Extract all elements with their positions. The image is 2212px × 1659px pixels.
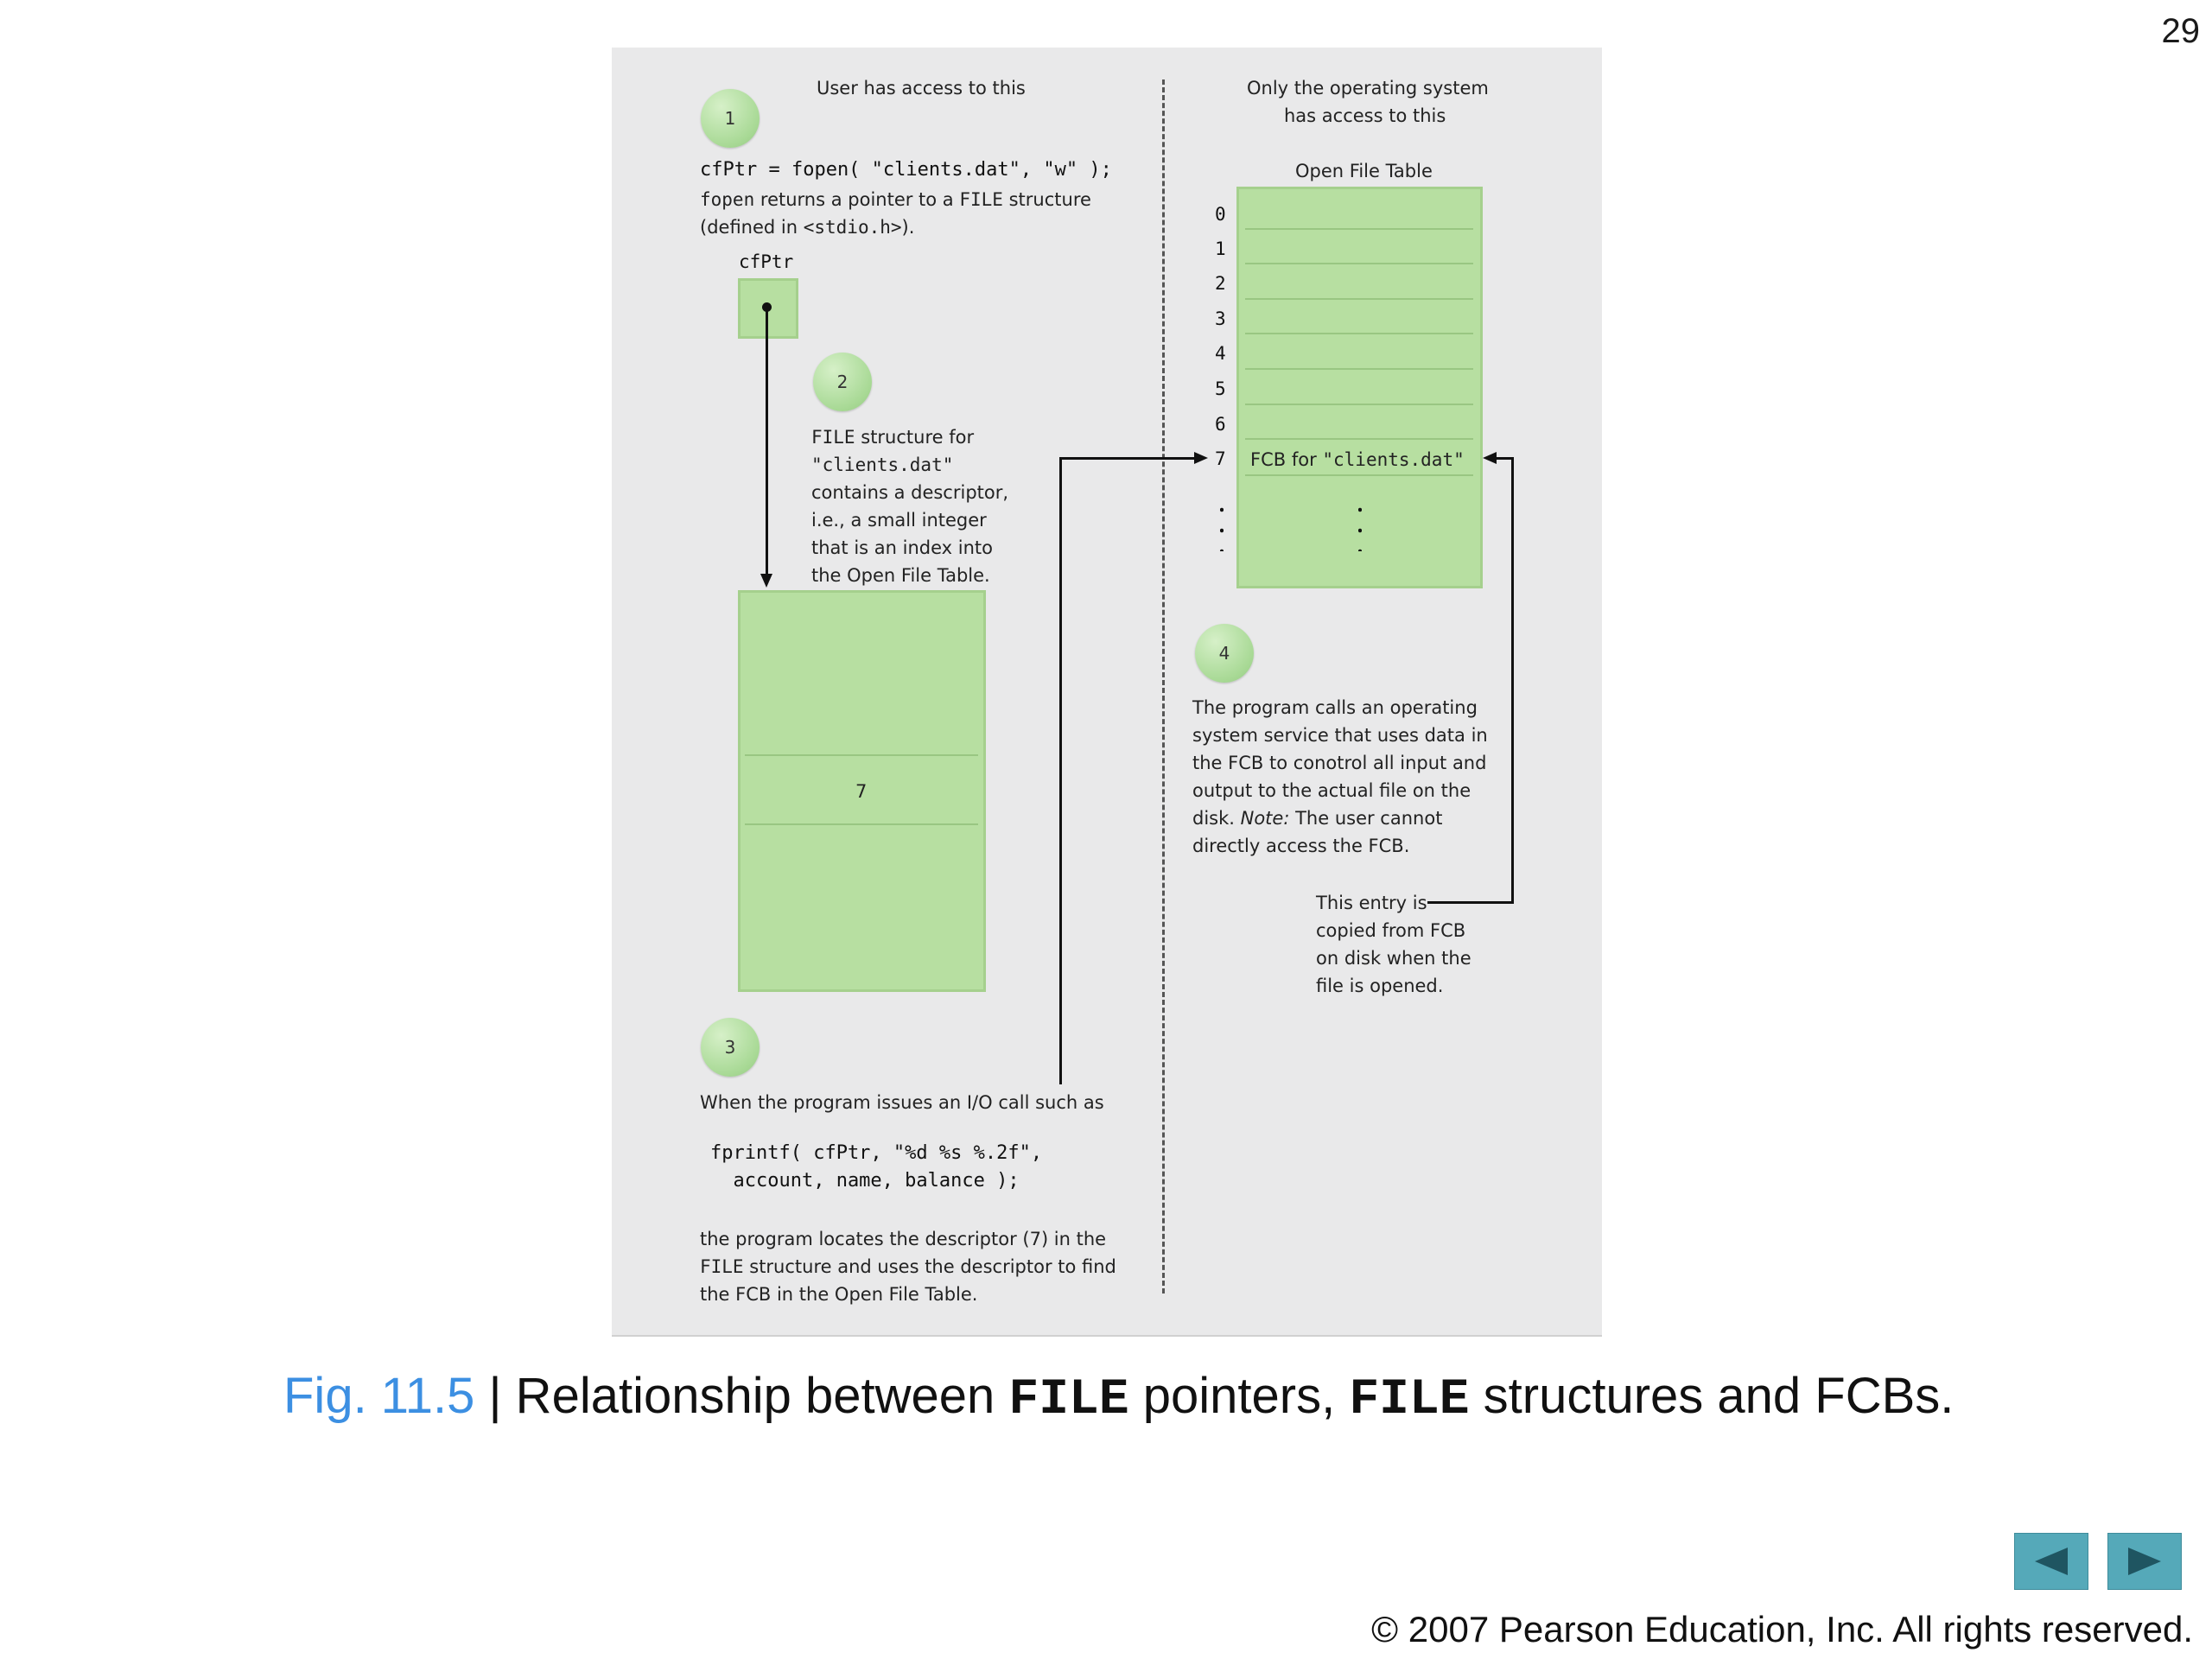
next-slide-button[interactable] bbox=[2107, 1533, 2182, 1590]
step-3-code-line1: fprintf( cfPtr, "%d %s %.2f", bbox=[710, 1142, 1043, 1164]
table-row-line bbox=[1245, 404, 1473, 405]
entry-note-connector-top bbox=[1497, 457, 1514, 460]
copyright-icon: © bbox=[1371, 1609, 1399, 1649]
table-index-5: 5 bbox=[1215, 378, 1226, 399]
step-3-code-line2: account, name, balance ); bbox=[710, 1170, 1020, 1192]
pointer-arrowhead bbox=[760, 574, 772, 588]
triangle-left-icon bbox=[2035, 1548, 2068, 1575]
entry-note-arrowhead bbox=[1483, 452, 1497, 464]
step-1-text: fopen returns a pointer to a FILE struct… bbox=[700, 189, 1091, 210]
os-header-line2: has access to this bbox=[1284, 105, 1446, 126]
file-structure-divider-top bbox=[745, 754, 978, 756]
entry-note: This entry is copied from FCB on disk wh… bbox=[1316, 893, 1471, 996]
file-descriptor-value: 7 bbox=[855, 781, 868, 802]
io-connector-horizontal bbox=[1059, 457, 1196, 460]
table-index-7: 7 bbox=[1215, 448, 1226, 469]
io-connector-arrowhead bbox=[1194, 452, 1208, 464]
table-ellipsis bbox=[1358, 499, 1362, 551]
table-index-4: 4 bbox=[1215, 343, 1226, 364]
index-ellipsis bbox=[1220, 499, 1224, 551]
fcb-entry: FCB for "clients.dat" bbox=[1250, 449, 1465, 470]
open-file-table-title: Open File Table bbox=[1295, 161, 1433, 181]
table-row-line bbox=[1245, 333, 1473, 334]
table-index-2: 2 bbox=[1215, 273, 1226, 294]
user-header: User has access to this bbox=[817, 78, 1026, 99]
file-structure-divider-bottom bbox=[745, 823, 978, 825]
table-index-3: 3 bbox=[1215, 308, 1226, 329]
step-3-intro: When the program issues an I/O call such… bbox=[700, 1092, 1104, 1113]
table-row-line bbox=[1245, 298, 1473, 300]
table-index-1: 1 bbox=[1215, 238, 1226, 259]
cfptr-label: cfPtr bbox=[739, 251, 794, 272]
step-3-after: the program locates the descriptor (7) i… bbox=[700, 1229, 1116, 1305]
previous-slide-button[interactable] bbox=[2014, 1533, 2088, 1590]
io-connector-vertical bbox=[1059, 457, 1062, 1084]
pointer-line bbox=[766, 308, 768, 575]
pointer-dot bbox=[762, 302, 772, 312]
step-1-text-line3: (defined in <stdio.h>). bbox=[700, 217, 915, 238]
entry-note-connector-horizontal bbox=[1427, 901, 1514, 904]
open-file-table bbox=[1236, 187, 1483, 588]
step-4-circle: 4 bbox=[1195, 624, 1254, 683]
os-header-line1: Only the operating system bbox=[1247, 78, 1489, 99]
step-1-circle: 1 bbox=[701, 89, 760, 148]
table-index-6: 6 bbox=[1215, 414, 1226, 435]
figure-caption: Fig. 11.5 | Relationship between FILE po… bbox=[283, 1368, 1955, 1428]
access-divider bbox=[1162, 79, 1165, 1294]
triangle-right-icon bbox=[2128, 1548, 2161, 1575]
file-structure-box bbox=[738, 590, 986, 992]
page-number: 29 bbox=[2161, 12, 2201, 50]
copyright-notice: © 2007 Pearson Education, Inc. All right… bbox=[1371, 1609, 2193, 1649]
step-2-circle: 2 bbox=[813, 353, 872, 411]
step-4-text: The program calls an operating system se… bbox=[1192, 697, 1488, 856]
table-row-line bbox=[1245, 228, 1473, 230]
table-row-line bbox=[1245, 263, 1473, 264]
step-1-code: cfPtr = fopen( "clients.dat", "w" ); bbox=[700, 159, 1112, 181]
table-row-line bbox=[1245, 474, 1473, 476]
step-2-text: FILE structure for "clients.dat" contain… bbox=[811, 427, 1009, 586]
table-row-line bbox=[1245, 438, 1473, 440]
table-index-0: 0 bbox=[1215, 204, 1226, 225]
step-3-circle: 3 bbox=[701, 1018, 760, 1077]
table-row-line bbox=[1245, 368, 1473, 370]
entry-note-connector-vertical bbox=[1511, 457, 1514, 904]
